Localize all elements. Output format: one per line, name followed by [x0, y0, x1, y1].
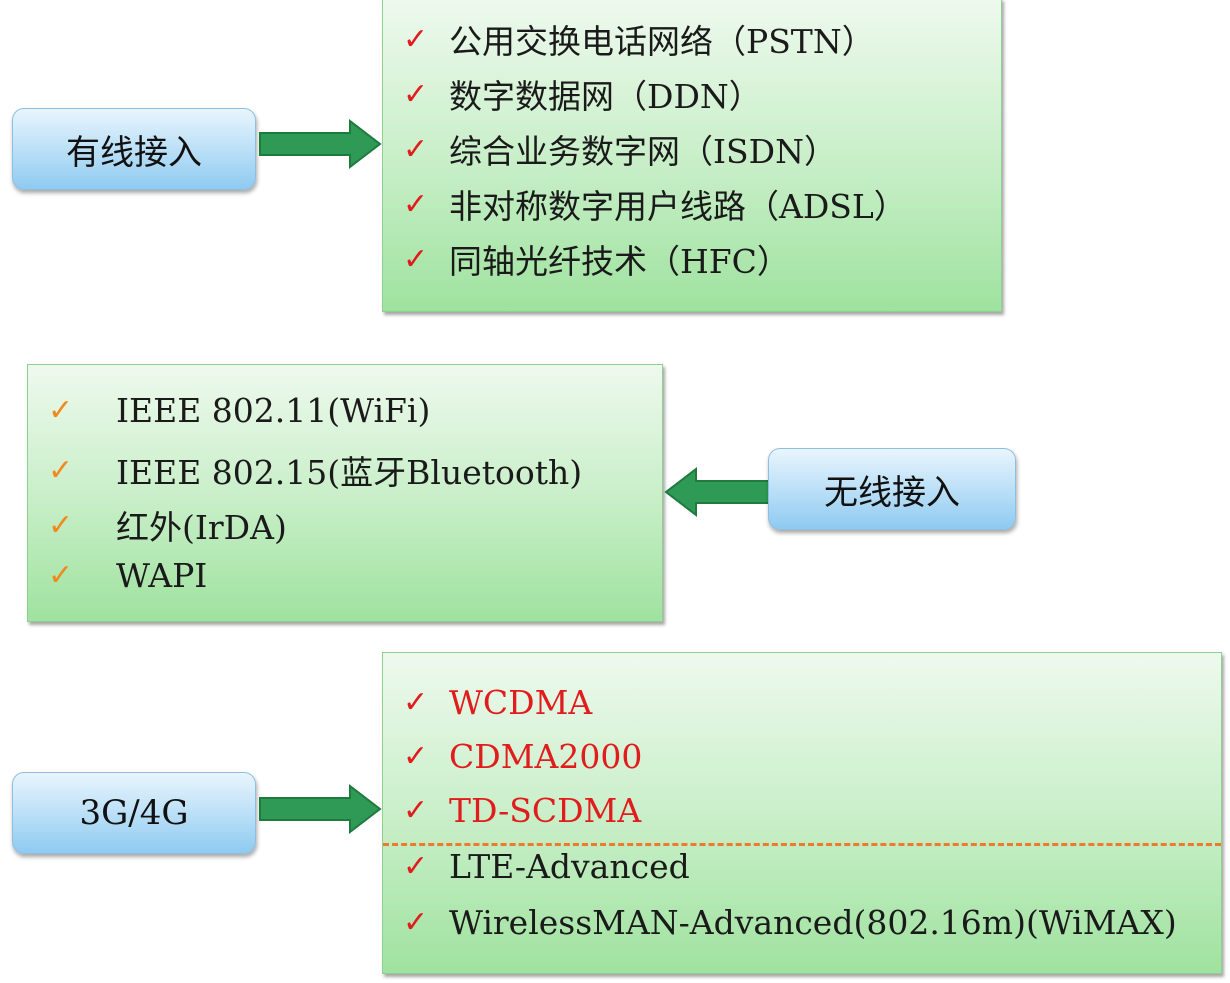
generation-divider — [383, 843, 1221, 846]
mobile-items-box: ✓ WCDMA ✓ CDMA2000 ✓ TD-SCDMA ✓ LTE-Adva… — [382, 652, 1222, 974]
wired-access-label-text: 有线接入 — [66, 132, 202, 173]
wireless-item-text: WAPI — [116, 556, 208, 595]
wired-access-label: 有线接入 — [12, 108, 256, 190]
mobile-3g-item-text: WCDMA — [449, 683, 593, 722]
wired-item: ✓ 综合业务数字网（ISDN） — [403, 125, 837, 173]
wired-item-text: 综合业务数字网（ISDN） — [449, 132, 837, 171]
mobile-access-label-text: 3G/4G — [79, 793, 189, 833]
mobile-3g-item: ✓ WCDMA — [403, 683, 592, 722]
check-icon: ✓ — [403, 131, 429, 167]
wireless-item-text: 红外(IrDA) — [116, 508, 287, 547]
check-icon: ✓ — [403, 849, 429, 884]
check-icon: ✓ — [403, 76, 429, 112]
wireless-item-text: IEEE 802.11(WiFi) — [116, 391, 431, 430]
wired-item: ✓ 数字数据网（DDN） — [403, 70, 762, 118]
mobile-access-label: 3G/4G — [12, 772, 256, 854]
wireless-item: ✓ 红外(IrDA) — [48, 501, 287, 549]
check-icon: ✓ — [403, 241, 429, 277]
wired-items-box: ✓ 公用交换电话网络（PSTN） ✓ 数字数据网（DDN） ✓ 综合业务数字网（… — [382, 0, 1002, 312]
mobile-4g-item: ✓ LTE-Advanced — [403, 847, 690, 886]
wired-item: ✓ 公用交换电话网络（PSTN） — [403, 15, 875, 63]
check-icon: ✓ — [403, 793, 429, 828]
check-icon: ✓ — [403, 186, 429, 222]
wired-item-text: 同轴光纤技术（HFC） — [449, 242, 790, 281]
wired-item: ✓ 同轴光纤技术（HFC） — [403, 235, 790, 283]
mobile-3g-item: ✓ TD-SCDMA — [403, 791, 641, 830]
check-icon: ✓ — [48, 393, 74, 428]
mobile-3g-item: ✓ CDMA2000 — [403, 737, 642, 776]
wired-item-text: 数字数据网（DDN） — [449, 77, 762, 116]
wired-item-text: 公用交换电话网络（PSTN） — [449, 22, 875, 61]
mobile-3g-item-text: TD-SCDMA — [449, 791, 642, 830]
wired-item-text: 非对称数字用户线路（ADSL） — [449, 187, 907, 226]
check-icon: ✓ — [48, 558, 74, 593]
wireless-items-box: ✓ IEEE 802.11(WiFi) ✓ IEEE 802.15(蓝牙Blue… — [27, 364, 663, 622]
mobile-arrow-icon — [259, 783, 382, 835]
wireless-item: ✓ WAPI — [48, 556, 207, 595]
check-icon: ✓ — [403, 905, 429, 940]
mobile-3g-item-text: CDMA2000 — [449, 737, 643, 776]
check-icon: ✓ — [403, 685, 429, 720]
wired-item: ✓ 非对称数字用户线路（ADSL） — [403, 180, 907, 228]
check-icon: ✓ — [48, 507, 74, 543]
wireless-item-text: IEEE 802.15(蓝牙Bluetooth) — [116, 453, 583, 492]
check-icon: ✓ — [403, 21, 429, 57]
wired-arrow-icon — [259, 118, 382, 170]
check-icon: ✓ — [48, 452, 74, 488]
mobile-4g-item-text: WirelessMAN-Advanced(802.16m)(WiMAX) — [449, 903, 1177, 942]
wireless-arrow-icon — [664, 466, 771, 518]
wireless-item: ✓ IEEE 802.15(蓝牙Bluetooth) — [48, 446, 582, 494]
check-icon: ✓ — [403, 739, 429, 774]
wireless-access-label: 无线接入 — [768, 448, 1016, 530]
mobile-4g-item: ✓ WirelessMAN-Advanced(802.16m)(WiMAX) — [403, 903, 1177, 942]
wireless-access-label-text: 无线接入 — [824, 472, 960, 513]
wireless-item: ✓ IEEE 802.11(WiFi) — [48, 391, 430, 430]
mobile-4g-item-text: LTE-Advanced — [449, 847, 690, 886]
